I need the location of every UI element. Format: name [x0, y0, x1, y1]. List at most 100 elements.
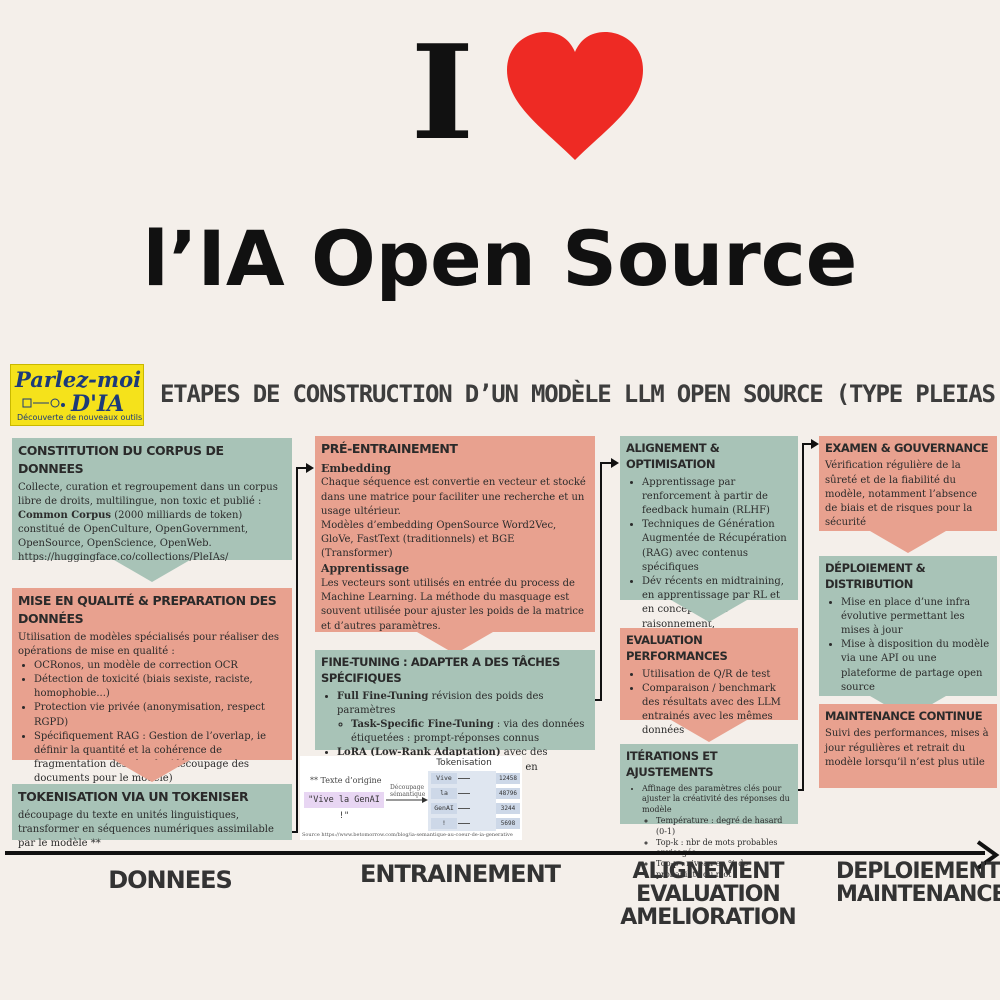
- tok-id-0: 12458: [496, 773, 520, 784]
- timeline-label-line1: ALIGNEMENT EVALUATION: [632, 859, 784, 908]
- box-pre-entrainement: PRÉ-ENTRAINEMENT Embedding Chaque séquen…: [315, 436, 595, 632]
- box-maintenance: MAINTENANCE CONTINUE Suivi des performan…: [819, 704, 997, 788]
- list-item: Protection vie privée (anonymisation, re…: [34, 701, 286, 729]
- list-item: Full Fine-Tuning révision des poids des …: [337, 690, 589, 747]
- list-item: OCRonos, un modèle de correction OCR: [34, 659, 286, 673]
- timeline-label-line2: MAINTENANCE: [836, 882, 1000, 908]
- embedding-heading: Embedding: [321, 461, 391, 475]
- tok-arrow-line: [458, 808, 470, 809]
- box-tokenisation: TOKENISATION VIA UN TOKENISER découpage …: [12, 784, 292, 849]
- logo-robot-icon: [22, 398, 65, 408]
- list-item: Top-p : niveau en % de probabilité du mo…: [656, 859, 792, 881]
- logo-line-2: D'IA: [71, 391, 125, 417]
- logo-line-1: Parlez-moi: [15, 367, 142, 392]
- tok-token-1: la: [431, 788, 457, 799]
- tok-header: Tokenisation: [436, 758, 492, 768]
- tok-id-2: 3244: [496, 803, 520, 814]
- exam-text: Vérification régulière de la sûreté et d…: [825, 460, 978, 529]
- timeline-label-line1: DEPLOIEMENT: [836, 859, 1000, 884]
- box-deploy-title: DÉPLOIEMENT & DISTRIBUTION: [825, 561, 926, 592]
- arrow-qualite: [114, 760, 190, 782]
- finetune-task-bold: Task-Specific Fine-Tuning: [351, 719, 494, 731]
- heart-icon: [507, 32, 643, 160]
- embedding-models: Modèles d’embedding OpenSource Word2Vec,…: [321, 519, 557, 560]
- align-list: Apprentissage par renforcement à partir …: [626, 476, 792, 632]
- timeline-label-line1: DONNEES: [108, 866, 233, 894]
- hero-letter-i: I: [410, 16, 475, 169]
- logo-tagline: Découverte de nouveaux outils: [17, 413, 143, 422]
- timeline-label-alignement: ALIGNEMENT EVALUATION AMELIORATION: [586, 860, 830, 929]
- deploy-list: Mise en place d’une infra évolutive perm…: [825, 596, 991, 695]
- tokenisation-figure: ** Texte d’origine "Vive la GenAI !" Déc…: [300, 756, 522, 840]
- corpus-text-2: Common Corpus (2000 milliards de token) …: [18, 509, 286, 552]
- box-pre-title: PRÉ-ENTRAINEMENT: [321, 441, 458, 456]
- list-item: Techniques de Génération Augmentée de Ré…: [642, 518, 792, 575]
- box-finetune: FINE-TUNING : ADAPTER A DES TÂCHES SPÉCI…: [315, 650, 595, 787]
- apprentissage-text: Les vecteurs sont utilisés en entrée du …: [321, 578, 584, 632]
- tok-token-2: GenAI: [431, 803, 457, 814]
- tok-table: Vive la GenAI !: [428, 771, 496, 831]
- apprentissage-heading: Apprentissage: [321, 562, 410, 576]
- arrow-eval: [671, 720, 747, 742]
- arrow-exam: [870, 531, 946, 553]
- box-examen: EXAMEN & GOUVERNANCE Vérification réguli…: [819, 436, 997, 531]
- maint-text: Suivi des performances, mises à jour rég…: [825, 728, 989, 768]
- box-qualite-title: MISE EN QUALITÉ & PREPARATION DES DONNÉE…: [18, 593, 277, 626]
- list-item: Mise à disposition du modèle via une API…: [841, 638, 991, 695]
- box-exam-title: EXAMEN & GOUVERNANCE: [825, 441, 989, 455]
- tok-origin-label: ** Texte d’origine: [310, 776, 382, 785]
- timeline-label-entrainement: ENTRAINEMENT: [340, 860, 580, 888]
- corpus-link: https://huggingface.co/collections/PleIA…: [18, 552, 229, 564]
- tok-arrow-icon: [386, 797, 428, 803]
- corpus-rest: (2000 milliards de token) constitué de O…: [18, 509, 249, 550]
- tok-arrow-line: [458, 778, 470, 779]
- hero-title: l’IA Open Source: [142, 214, 858, 303]
- embedding-text: Chaque séquence est convertie en vecteur…: [321, 477, 586, 517]
- list-item: Détection de toxicité (biais sexiste, ra…: [34, 673, 286, 701]
- tok-source: Source https://www.betomorrow.com/blog/i…: [302, 832, 513, 838]
- list-item: Température : degré de hasard (0-1): [656, 816, 792, 838]
- finetune-task-rest: : via des données étiquetées : prompt-ré…: [351, 719, 585, 745]
- box-iterations: ITÉRATIONS ET AJUSTEMENTS Affinage des p…: [620, 744, 798, 879]
- box-corpus: CONSTITUTION DU CORPUS DE DONNEES Collec…: [12, 438, 292, 563]
- finetune-full-bold: Full Fine-Tuning: [337, 690, 429, 702]
- timeline-label-deploiement: DEPLOIEMENT MAINTENANCE: [836, 860, 1000, 906]
- tokenisation-text: découpage du texte en unités linguistiqu…: [18, 809, 274, 850]
- box-align-title: ALIGNEMENT & OPTIMISATION: [626, 441, 720, 472]
- timeline-label-line2: AMELIORATION: [620, 905, 796, 931]
- list-item: Comparaison / benchmark des résultats av…: [642, 682, 792, 739]
- list-item: Task-Specific Fine-Tuning : via des donn…: [351, 718, 589, 746]
- box-deploiement: DÉPLOIEMENT & DISTRIBUTION Mise en place…: [819, 556, 997, 696]
- tok-token-0: Vive: [431, 773, 457, 784]
- qualite-intro: Utilisation de modèles spécialisés pour …: [18, 631, 280, 657]
- main-title: ETAPES DE CONSTRUCTION D’UN MODÈLE LLM O…: [160, 380, 1000, 408]
- tok-arrow-label: Découpage sémantique: [390, 784, 426, 798]
- tok-arrow-label-1: Découpage: [390, 784, 425, 791]
- list-item: Apprentissage par renforcement à partir …: [642, 476, 792, 519]
- box-evaluation: EVALUATION PERFORMANCES Utilisation de Q…: [620, 628, 798, 736]
- list-item: Utilisation de Q/R de test: [642, 668, 792, 682]
- finetune-sublist: Task-Specific Fine-Tuning : via des donn…: [337, 718, 589, 746]
- tok-token-3: !: [431, 818, 457, 829]
- box-finetune-title: FINE-TUNING : ADAPTER A DES TÂCHES SPÉCI…: [321, 655, 560, 686]
- timeline-label-donnees: DONNEES: [60, 866, 280, 894]
- box-iter-title: ITÉRATIONS ET AJUSTEMENTS: [626, 749, 718, 780]
- tok-arrow-line: [458, 823, 470, 824]
- tok-id-3: 5698: [496, 818, 520, 829]
- finetune-full-rest: révision des poids des paramètres: [337, 690, 544, 716]
- arrow-corpus: [114, 560, 190, 582]
- tok-arrow-label-2: sémantique: [390, 790, 426, 798]
- corpus-bold: Common Corpus: [18, 509, 112, 521]
- box-qualite: MISE EN QUALITÉ & PREPARATION DES DONNÉE…: [12, 588, 292, 784]
- tok-id-1: 48796: [496, 788, 520, 799]
- timeline-label-line1: ENTRAINEMENT: [359, 860, 561, 888]
- eval-list: Utilisation de Q/R de test Comparaison /…: [626, 668, 792, 739]
- box-tokenisation-title: TOKENISATION VIA UN TOKENISER: [18, 789, 249, 804]
- list-item: Mise en place d’une infra évolutive perm…: [841, 596, 991, 639]
- box-maint-title: MAINTENANCE CONTINUE: [825, 709, 983, 723]
- box-alignement: ALIGNEMENT & OPTIMISATION Apprentissage …: [620, 436, 798, 630]
- tok-origin-text: "Vive la GenAI !": [304, 792, 384, 821]
- corpus-text-1: Collecte, curation et regroupement dans …: [18, 481, 278, 507]
- logo: Parlez-moi D'IA Découverte de nouveaux o…: [10, 364, 144, 426]
- box-corpus-title: CONSTITUTION DU CORPUS DE DONNEES: [18, 443, 224, 476]
